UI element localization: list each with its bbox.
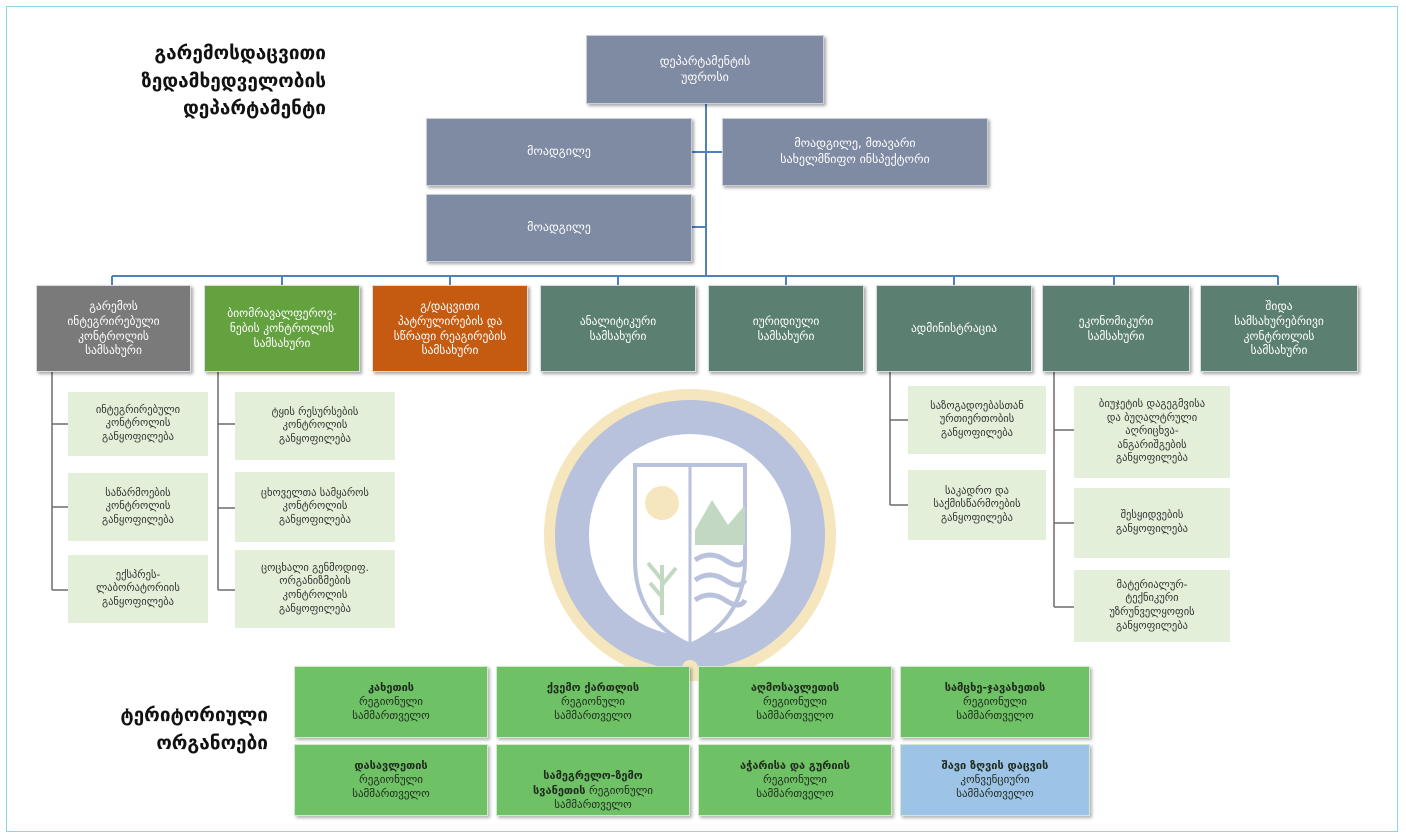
region-name: სამეგრელო-ზემო სვანეთის bbox=[533, 769, 643, 797]
region-type: რეგიონული სამმართველო bbox=[956, 694, 1034, 723]
region-type: რეგიონული სამმართველო bbox=[352, 772, 430, 801]
division-hr-records: საკადრო და საქმისწარმოების განყოფილება bbox=[908, 470, 1046, 540]
supervision-emblem-icon bbox=[544, 389, 836, 681]
division-wildlife-control: ცხოველთა სამყაროს კონტროლის განყოფილება bbox=[235, 472, 395, 542]
region-type: რეგიონული სამმართველო bbox=[352, 694, 430, 723]
division-forest-resources: ტყის რესურსების კონტროლის განყოფილება bbox=[235, 392, 395, 460]
region-name: აღმოსავლეთის bbox=[750, 680, 840, 694]
division-public-relations: საზოგადოებასთან ურთიერთობის განყოფილება bbox=[908, 386, 1046, 454]
region-type: რეგიონული სამმართველო bbox=[554, 783, 653, 811]
region-type: რეგიონული სამმართველო bbox=[554, 694, 632, 723]
service-legal: იურიდიული სამსახური bbox=[708, 285, 864, 372]
region-name: სამცხე-ჯავახეთის bbox=[944, 680, 1046, 694]
service-biodiversity-control: ბიომრავალფეროვ- ნების კონტროლის სამსახურ… bbox=[204, 285, 360, 372]
region-name: კახეთის bbox=[367, 680, 415, 694]
region-name: აჭარისა და გურიის bbox=[740, 758, 850, 772]
division-enterprise-control: საწარმოების კონტროლის განყოფილება bbox=[68, 473, 208, 541]
region-type: კონვენციური სამმართველო bbox=[956, 772, 1034, 801]
region-type: რეგიონული სამმართველო bbox=[756, 694, 834, 723]
division-integrated-control: ინტეგრირებული კონტროლის განყოფილება bbox=[68, 392, 208, 456]
territorial-bodies-title: ტერიტორიული ორგანოები bbox=[120, 704, 268, 754]
service-administration: ადმინისტრაცია bbox=[876, 285, 1032, 372]
service-internal-control: შიდა სამსახურებრივი კონტროლის სამსახური bbox=[1200, 285, 1358, 372]
region-name: შავი ზღვის დაცვის bbox=[941, 758, 1049, 772]
deputy-box-1: მოადგილე bbox=[426, 118, 692, 186]
deputy-box-2: მოადგილე bbox=[426, 194, 692, 262]
page-frame bbox=[6, 6, 1398, 832]
region-name: ქვემო ქართლის bbox=[546, 680, 640, 694]
region-samegrelo-zemo-svaneti: სამეგრელო-ზემო სვანეთის რეგიონული სამმარ… bbox=[496, 744, 690, 816]
service-economic: ეკონომიკური სამსახური bbox=[1042, 285, 1190, 372]
division-express-laboratory: ექსპრეს- ლაბორატორიის განყოფილება bbox=[68, 555, 208, 623]
division-logistics: მატერიალურ- ტექნიკური უზრუნველყოფის განყ… bbox=[1074, 570, 1230, 642]
service-analytics: ანალიტიკური სამსახური bbox=[540, 285, 696, 372]
service-patrol-rapid-response: გ/დაცვითი პატრულირების და სწრაფი რეაგირე… bbox=[372, 285, 528, 372]
division-procurement: შესყიდვების განყოფილება bbox=[1074, 488, 1230, 558]
division-gmo-control: ცოცხალი გენმოდიფ. ორგანიზმების კონტროლის… bbox=[235, 550, 395, 628]
region-type: რეგიონული სამმართველო bbox=[756, 772, 834, 801]
division-budget-accounting: ბიუჯეტის დაგეგმვისა და ბუღალტრული აღრიცხ… bbox=[1074, 386, 1230, 478]
service-integrated-control: გარემოს ინტეგრირებული კონტროლის სამსახურ… bbox=[36, 285, 191, 372]
region-name: დასავლეთის bbox=[354, 758, 428, 772]
deputy-chief-inspector-box: მოადგილე, მთავარი სახელმწიფო ინსპექტორი bbox=[722, 118, 988, 186]
department-title: გარემოსდაცვითი ზედამხედველობის დეპარტამე… bbox=[141, 42, 326, 120]
head-of-department-box: დეპარტამენტის უფროსი bbox=[586, 35, 824, 104]
